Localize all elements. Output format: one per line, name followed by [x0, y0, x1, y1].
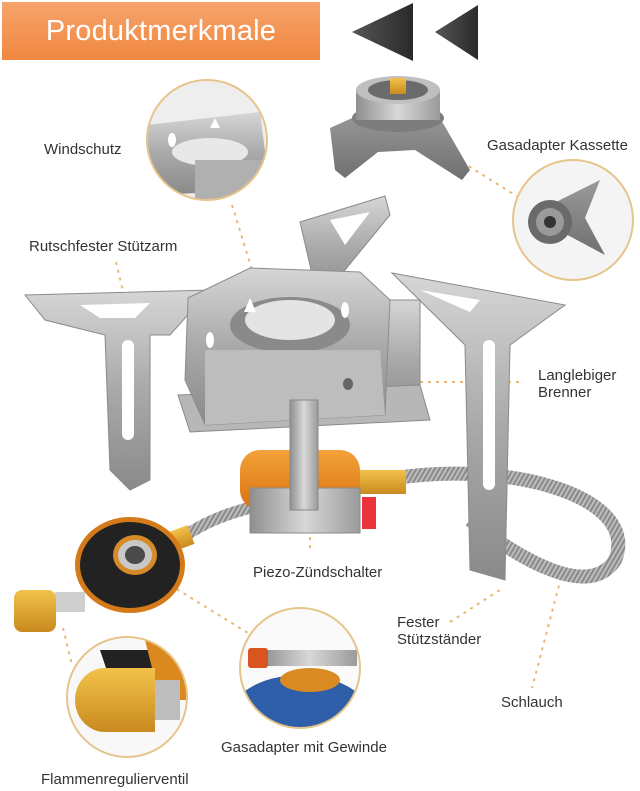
callout-flammenregulierventil: Flammenregulierventil — [41, 771, 189, 788]
valve-body — [240, 399, 376, 534]
windschutz-detail-circle — [146, 79, 268, 201]
callout-stuetzstaender: Fester Stützständer — [397, 614, 481, 648]
callout-brenner-line1: Langlebiger — [538, 367, 617, 384]
callout-windschutz: Windschutz — [44, 141, 122, 158]
callout-schlauch: Schlauch — [501, 694, 563, 711]
callout-stuetzstaender-line2: Stützständer — [397, 631, 482, 648]
windscreen — [184, 267, 391, 426]
callout-brenner: Langlebiger Brenner — [538, 367, 616, 401]
thread-adapter-detail-circle — [239, 607, 361, 729]
double-left-arrow-icon — [352, 3, 478, 61]
callout-gasadapter-gewinde: Gasadapter mit Gewinde — [221, 739, 387, 756]
callout-gasadapter-kassette: Gasadapter Kassette — [487, 137, 628, 154]
callout-stuetzstaender-line1: Fester — [397, 614, 440, 631]
cassette-detail-circle — [512, 159, 634, 281]
cassette-adapter-image — [330, 76, 470, 180]
callout-brenner-line2: Brenner — [538, 384, 592, 401]
valve-detail-circle — [66, 636, 188, 758]
thread-adapter — [14, 517, 185, 632]
hose — [157, 466, 626, 584]
callout-piezo: Piezo-Zündschalter — [253, 564, 383, 581]
page-title: Produktmerkmale — [45, 14, 277, 47]
title-banner: Produktmerkmale — [2, 2, 320, 60]
callout-rutschfester-stuetzarm: Rutschfester Stützarm — [29, 238, 178, 255]
